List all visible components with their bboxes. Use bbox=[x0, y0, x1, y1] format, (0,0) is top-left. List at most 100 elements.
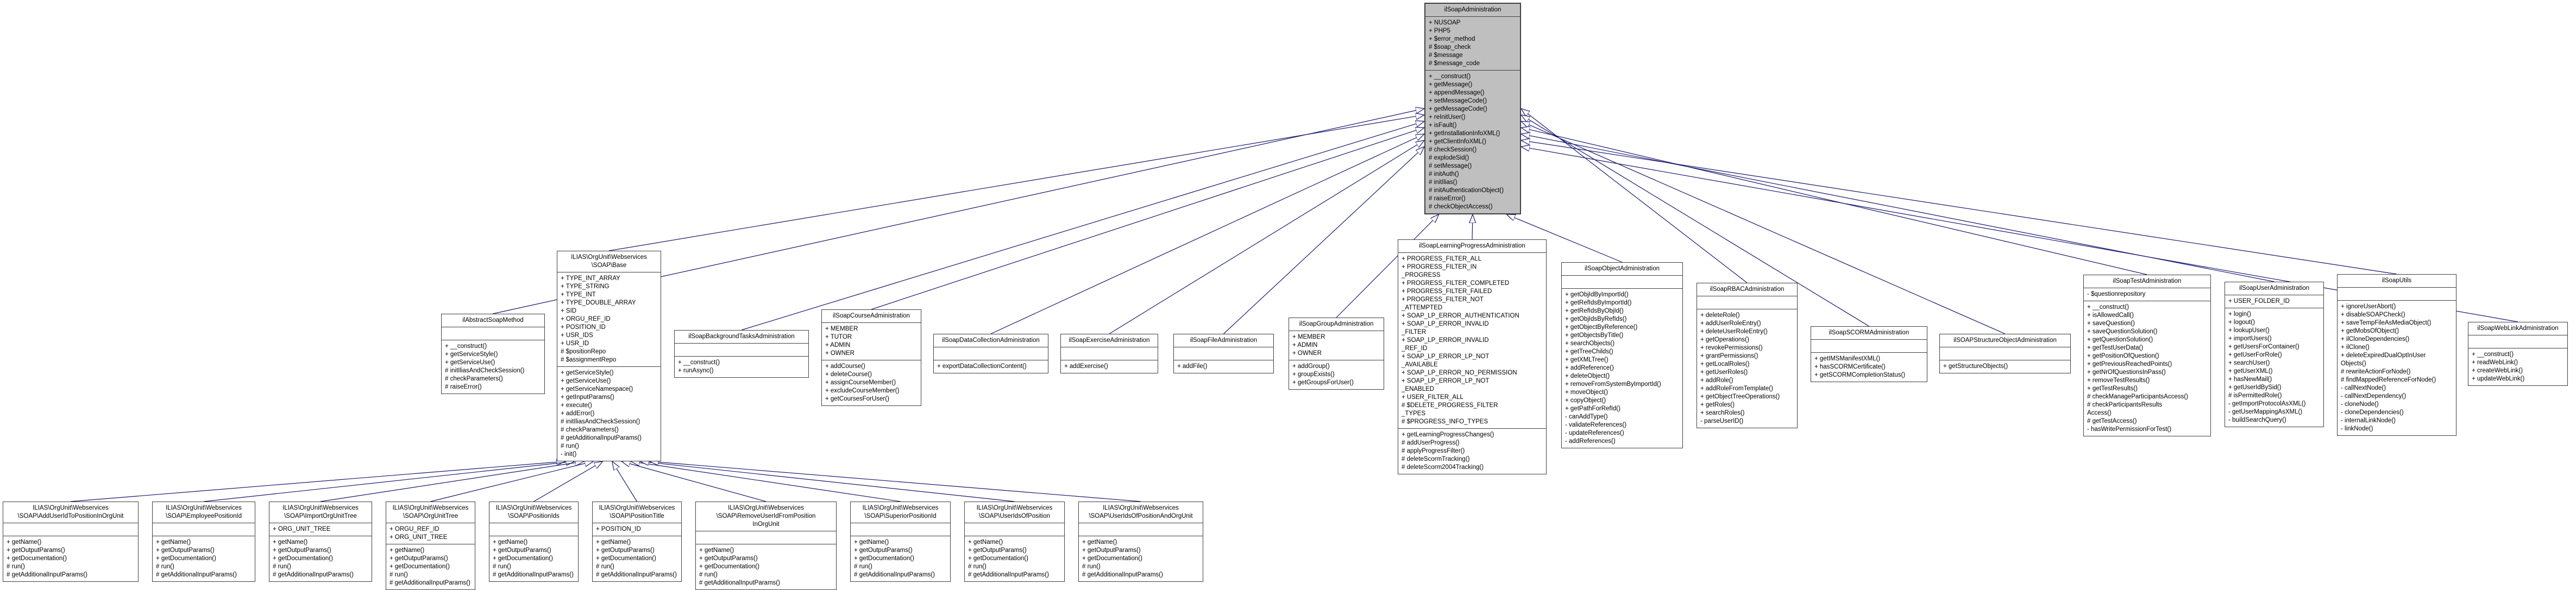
class-node-ilSoapUtils[interactable]: ilSoapUtils + ignoreUserAbort() + disable… bbox=[2337, 274, 2456, 436]
class-node-ilSoapUserAdministration[interactable]: ilSoapUserAdministration+ USER_FOLDER_ID… bbox=[2225, 282, 2324, 427]
class-node-UserIdsOfPosition[interactable]: ILIAS\OrgUnit\Webservices \SOAP\UserIdsO… bbox=[964, 502, 1065, 582]
class-node-PositionIds[interactable]: ILIAS\OrgUnit\Webservices \SOAP\Position… bbox=[489, 502, 579, 582]
class-attributes bbox=[934, 347, 1048, 360]
class-node-EmployeePositionId[interactable]: ILIAS\OrgUnit\Webservices \SOAP\Employee… bbox=[152, 502, 255, 582]
class-methods: + addExercise() bbox=[1061, 360, 1158, 373]
class-title: ILIAS\OrgUnit\Webservices \SOAP\OrgUnitT… bbox=[392, 505, 469, 519]
inheritance-edge bbox=[631, 461, 901, 502]
class-methods: + login() + logout() + lookupUser() + im… bbox=[2225, 308, 2323, 427]
class-methods: + getName() + getOutputParams() + getDoc… bbox=[269, 536, 372, 581]
class-node-UserIdsOfPositionAndOrgUnit[interactable]: ILIAS\OrgUnit\Webservices \SOAP\UserIdsO… bbox=[1078, 502, 1203, 582]
class-node-ilSoapObjectAdministration[interactable]: ilSoapObjectAdministration+ getObjIdByIm… bbox=[1561, 262, 1683, 448]
class-attributes: + MEMBER + TUTOR + ADMIN + OWNER bbox=[822, 322, 921, 360]
inheritance-edge bbox=[320, 461, 584, 502]
class-node-ilSoapWebLinkAdministration[interactable]: ilSoapWebLinkAdministration+ __construct… bbox=[2468, 322, 2568, 386]
class-attributes bbox=[2338, 287, 2456, 300]
class-title: ilSoapObjectAdministration bbox=[1584, 265, 1660, 272]
class-methods: + __construct() + isAllowedCall() + save… bbox=[2084, 301, 2210, 436]
inheritance-edge bbox=[1521, 109, 1748, 283]
class-title: ilSoapWebLinkAdministration bbox=[2477, 325, 2559, 332]
class-methods: + getName() + getOutputParams() + getDoc… bbox=[386, 544, 475, 589]
class-methods: + __construct() + runAsync() bbox=[675, 356, 808, 377]
class-methods: + deleteRole() + addUserRoleEntry() + de… bbox=[1697, 309, 1797, 428]
class-attributes bbox=[1061, 347, 1158, 360]
inheritance-edge bbox=[1521, 128, 2147, 275]
class-title: ILIAS\OrgUnit\Webservices \SOAP\Employee… bbox=[166, 505, 242, 519]
class-title: ILIAS\OrgUnit\Webservices \SOAP\UserIdsO… bbox=[976, 505, 1053, 519]
inheritance-edge bbox=[1223, 147, 1425, 334]
class-attributes bbox=[489, 523, 578, 536]
class-methods: + __construct() + getMessage() + appendM… bbox=[1425, 70, 1520, 213]
class-methods: + getName() + getOutputParams() + getDoc… bbox=[851, 536, 950, 581]
class-node-ilSoapBackgroundTasksAdministration[interactable]: ilSoapBackgroundTasksAdministration + __c… bbox=[674, 330, 809, 378]
inheritance-edge bbox=[533, 461, 603, 502]
class-title: ilSoapRBACAdministration bbox=[1710, 286, 1785, 293]
inheritance-edge bbox=[741, 121, 1424, 331]
class-title: ilSoapSCORMAdministration bbox=[1829, 329, 1909, 336]
class-node-ilSoapRBACAdministration[interactable]: ilSoapRBACAdministration + deleteRole() +… bbox=[1697, 283, 1798, 428]
class-methods: + getServiceStyle() + getServiceUse() + … bbox=[557, 366, 661, 461]
inheritance-edge bbox=[430, 461, 594, 502]
class-attributes bbox=[965, 523, 1064, 536]
class-title: ILIAS\OrgUnit\Webservices \SOAP\UserIdsO… bbox=[1089, 505, 1193, 519]
class-attributes: - $questionrepository bbox=[2084, 288, 2210, 301]
class-title: ILIAS\OrgUnit\Webservices \SOAP\AddUserI… bbox=[17, 505, 124, 519]
class-title: ilSoapCourseAdministration bbox=[833, 313, 910, 319]
class-methods: + getLearningProgressChanges() # addUser… bbox=[1398, 428, 1546, 474]
class-attributes bbox=[442, 327, 544, 340]
class-methods: + ignoreUserAbort() + disableSOAPCheck()… bbox=[2338, 300, 2456, 435]
class-node-ilSoapSCORMAdministration[interactable]: ilSoapSCORMAdministration+ getIMSManifes… bbox=[1811, 326, 1927, 382]
class-title: ILIAS\OrgUnit\Webservices \SOAP\Base bbox=[571, 254, 647, 269]
inheritance-edge bbox=[1521, 134, 2275, 282]
class-title: ilSoapUtils bbox=[2382, 277, 2412, 284]
class-node-SuperiorPositionId[interactable]: ILIAS\OrgUnit\Webservices \SOAP\Superior… bbox=[850, 502, 951, 582]
class-node-ilAbstractSoapMethod[interactable]: ilAbstractSoapMethod+ __construct() + ge… bbox=[441, 314, 545, 394]
class-node-ilSoapExerciseAdministration[interactable]: ilSoapExerciseAdministration+ addExercis… bbox=[1060, 334, 1158, 373]
class-node-ilSOAPStructureObjectAdministration[interactable]: ilSOAPStructureObjectAdministration + get… bbox=[1939, 334, 2071, 373]
class-methods: + getName() + getOutputParams() + getDoc… bbox=[489, 536, 578, 581]
class-node-ilSoapDataCollectionAdministration[interactable]: ilSoapDataCollectionAdministration + expo… bbox=[933, 334, 1048, 373]
class-methods: + getName() + getOutputParams() + getDoc… bbox=[593, 536, 681, 581]
class-title: ilSoapGroupAdministration bbox=[1299, 321, 1374, 327]
class-node-AddUserIdToPositionInOrgUnit[interactable]: ILIAS\OrgUnit\Webservices \SOAP\AddUserI… bbox=[3, 502, 139, 582]
class-attributes: + NUSOAP + PHP5 + $error_method # $soap_… bbox=[1425, 16, 1520, 70]
class-methods: + addGroup() + groupExists() + getGroups… bbox=[1289, 360, 1384, 389]
class-title: ilSoapDataCollectionAdministration bbox=[942, 337, 1040, 344]
class-node-OrgUnitTree[interactable]: ILIAS\OrgUnit\Webservices \SOAP\OrgUnitT… bbox=[386, 502, 475, 590]
class-node-SoapBase[interactable]: ILIAS\OrgUnit\Webservices \SOAP\Base + TY… bbox=[557, 251, 661, 461]
class-methods: + exportDataCollectionContent() bbox=[934, 360, 1048, 373]
inheritance-edge bbox=[203, 461, 575, 502]
class-methods: + getName() + getOutputParams() + getDoc… bbox=[1079, 536, 1203, 581]
class-title: ilSoapBackgroundTasksAdministration bbox=[688, 333, 795, 340]
class-methods: + getName() + getOutputParams() + getDoc… bbox=[965, 536, 1064, 581]
class-node-ilSoapCourseAdministration[interactable]: ilSoapCourseAdministration + MEMBER + TUT… bbox=[821, 309, 921, 406]
class-title: ilSOAPStructureObjectAdministration bbox=[1953, 337, 2057, 344]
class-methods: + getName() + getOutputParams() + getDoc… bbox=[3, 536, 138, 581]
class-node-PositionTitle[interactable]: ILIAS\OrgUnit\Webservices \SOAP\Position… bbox=[592, 502, 682, 582]
class-attributes: + MEMBER + ADMIN + OWNER bbox=[1289, 331, 1384, 360]
class-title: ilSoapAdministration bbox=[1444, 7, 1501, 13]
class-methods: + getStructureObjects() bbox=[1940, 360, 2070, 373]
class-attributes: + ORG_UNIT_TREE bbox=[269, 523, 372, 536]
class-attributes: + PROGRESS_FILTER_ALL + PROGRESS_FILTER_… bbox=[1398, 252, 1546, 428]
inheritance-edge bbox=[70, 461, 565, 502]
class-node-ilSoapLearningProgressAdministration[interactable]: ilSoapLearningProgressAdministration+ PR… bbox=[1398, 239, 1547, 474]
class-node-ilSoapAdministration[interactable]: ilSoapAdministration + NUSOAP + PHP5 + $e… bbox=[1424, 3, 1521, 214]
class-attributes bbox=[851, 523, 950, 536]
class-attributes: + POSITION_ID bbox=[593, 523, 681, 536]
class-node-ilSoapGroupAdministration[interactable]: ilSoapGroupAdministration + MEMBER + ADMI… bbox=[1289, 318, 1384, 390]
class-node-ilSoapFileAdministration[interactable]: ilSoapFileAdministration+ addFile() bbox=[1173, 334, 1274, 373]
class-node-ilSoapTestAdministration[interactable]: ilSoapTestAdministration- $questionrepos… bbox=[2083, 275, 2211, 436]
class-title: ilAbstractSoapMethod bbox=[462, 317, 524, 323]
class-methods: + getName() + getOutputParams() + getDoc… bbox=[696, 544, 836, 589]
class-attributes bbox=[1079, 523, 1203, 536]
class-attributes: + TYPE_INT_ARRAY + TYPE_STRING + TYPE_IN… bbox=[557, 272, 661, 366]
inheritance-edge bbox=[1521, 141, 2397, 275]
inheritance-edge bbox=[612, 461, 638, 502]
class-node-RemoveUserIdFromPositionInOrgUnit[interactable]: ILIAS\OrgUnit\Webservices \SOAP\RemoveUs… bbox=[695, 502, 837, 590]
class-node-ImportOrgUnitTree[interactable]: ILIAS\OrgUnit\Webservices \SOAP\ImportOr… bbox=[269, 502, 372, 582]
class-methods: + addCourse() + deleteCourse() + assignC… bbox=[822, 360, 921, 405]
class-attributes bbox=[1562, 275, 1682, 288]
class-attributes bbox=[1811, 339, 1927, 352]
